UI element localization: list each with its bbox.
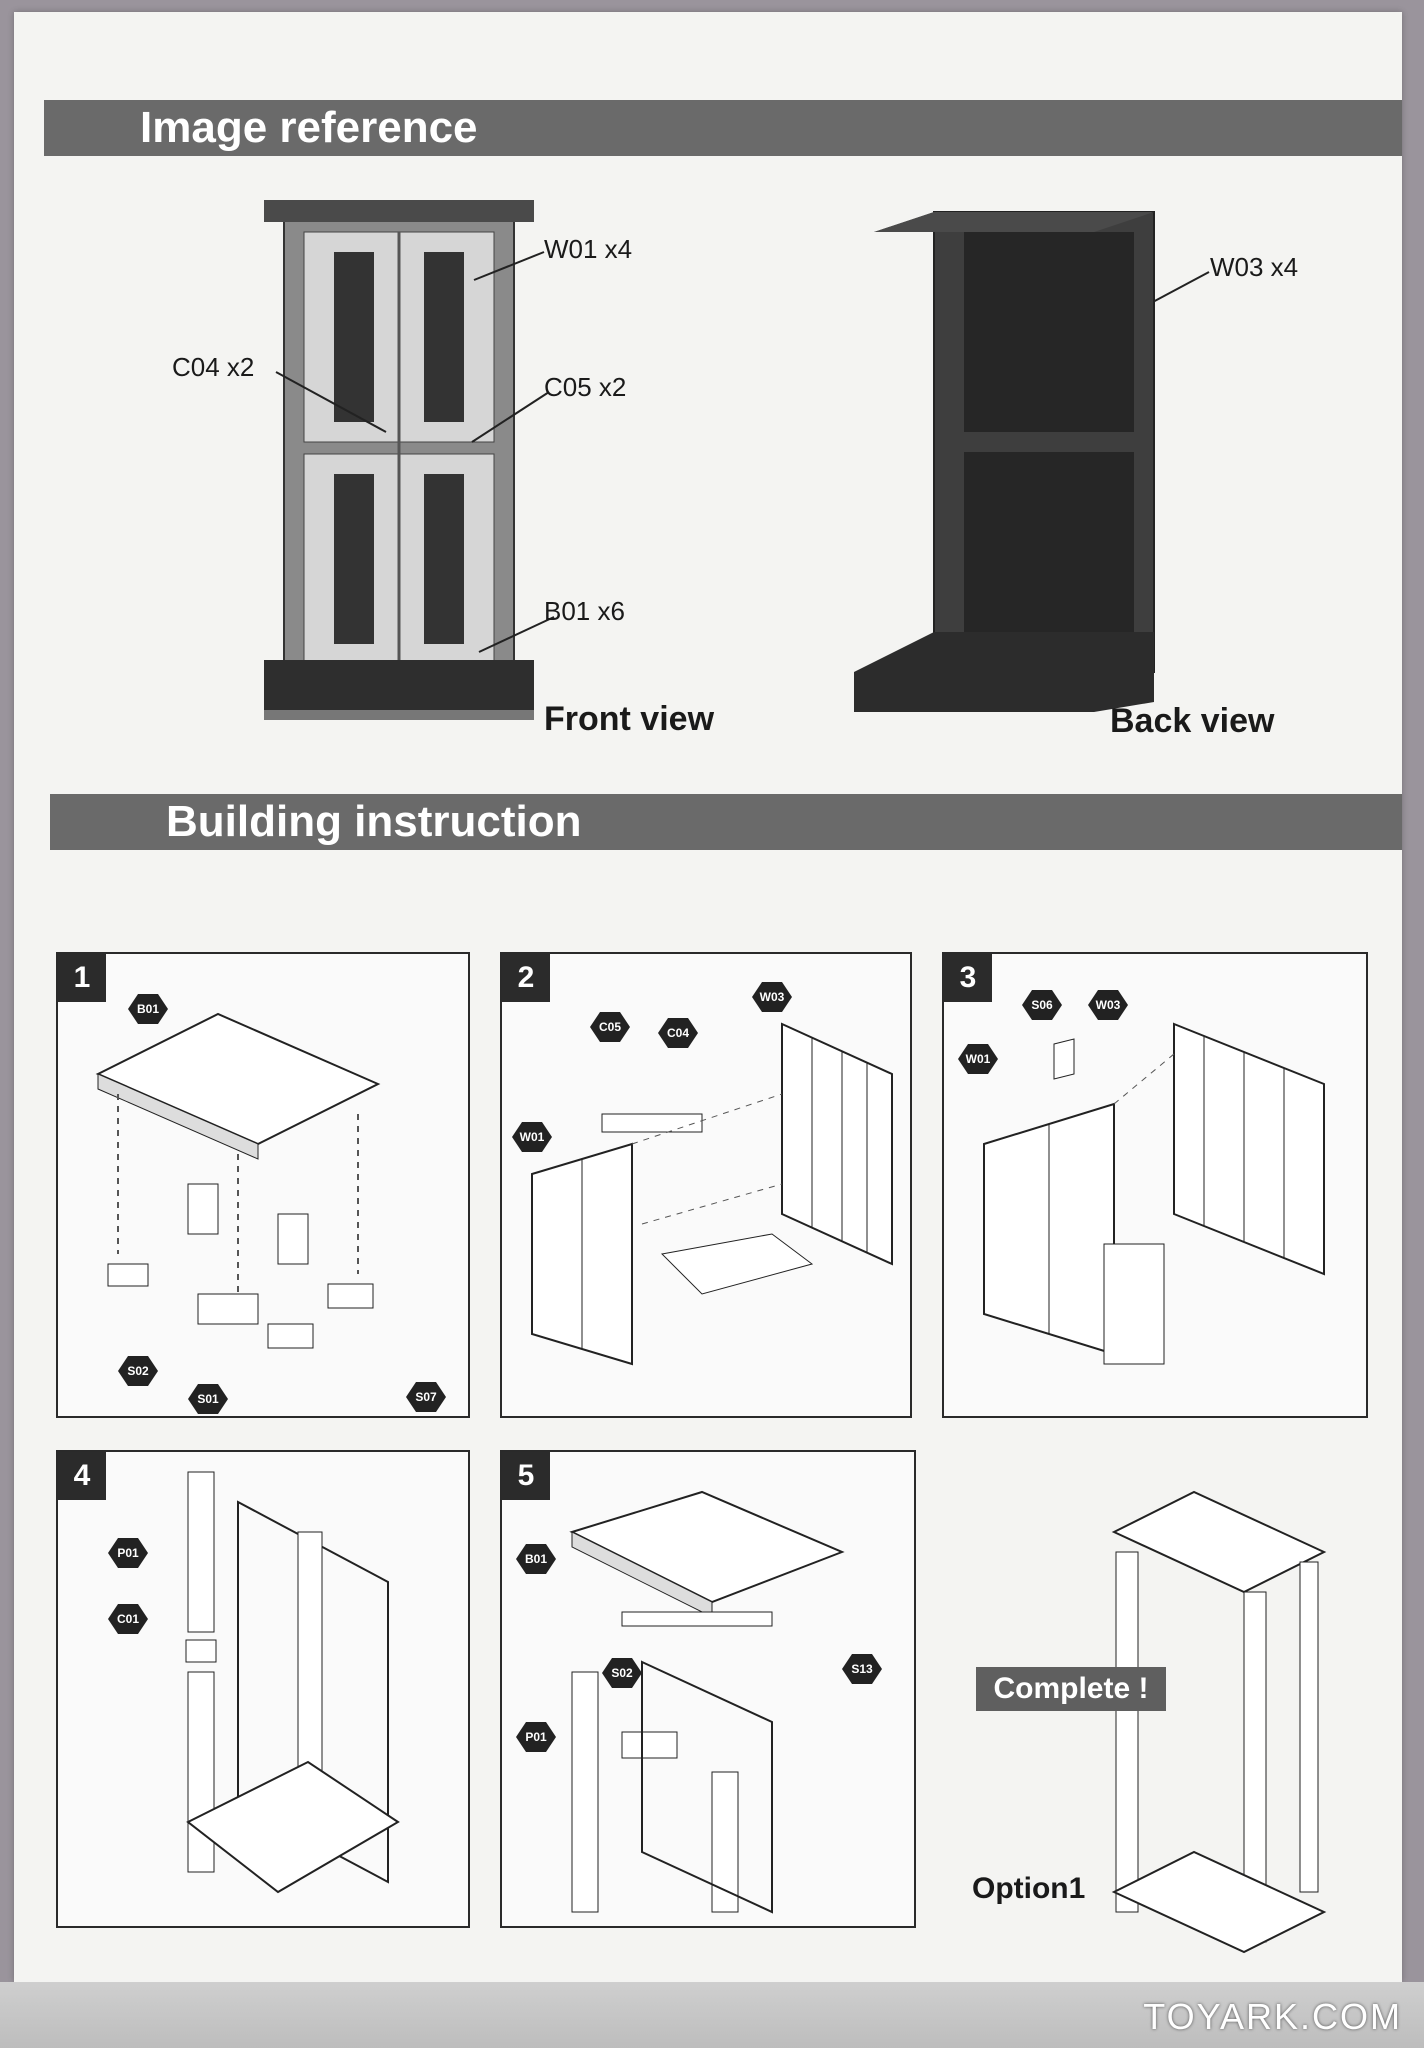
- option-label: Option1: [972, 1872, 1086, 1905]
- front-view-label: Front view: [544, 700, 715, 738]
- tag-b01: B01: [516, 1544, 556, 1574]
- callout-b01: B01 x6: [544, 596, 625, 626]
- tag-w01: W01: [958, 1044, 998, 1074]
- front-view-illustration: [264, 200, 534, 720]
- back-view-illustration: [854, 211, 1155, 712]
- callout-w03: W03 x4: [1210, 252, 1299, 282]
- step-1-number: 1: [58, 954, 106, 1002]
- step-4-diagram: [185, 1471, 400, 1894]
- tag-s01: S01: [188, 1384, 228, 1414]
- building-instruction-banner: Building instruction: [50, 794, 1402, 850]
- complete-badge: Complete !: [976, 1667, 1166, 1711]
- tag-c05: C05: [590, 1012, 630, 1042]
- callout-w01: W01 x4: [544, 234, 633, 264]
- step-2-box: 2 C05 C04 W03 W01: [500, 952, 912, 1418]
- tag-b01: B01: [128, 994, 168, 1024]
- tag-w01: W01: [512, 1122, 552, 1152]
- step-2-diagram: [531, 1022, 893, 1366]
- step-1-box: 1 B01 S02 S01 S07: [56, 952, 470, 1418]
- step-5-diagram: [569, 1490, 845, 1914]
- callout-c04: C04 x2: [172, 352, 255, 382]
- complete-illustration: [1111, 1490, 1327, 1954]
- step-3-diagram: [983, 1022, 1325, 1365]
- image-reference-title: Image reference: [140, 103, 478, 152]
- tag-w03: W03: [752, 982, 792, 1012]
- tag-p01: P01: [516, 1722, 556, 1752]
- step-3-box: 3 S06 W03 W01: [942, 952, 1368, 1418]
- step-4-box: 4 P01 C01: [56, 1450, 470, 1928]
- step-2-number: 2: [502, 954, 550, 1002]
- callout-c05: C05 x2: [544, 372, 627, 402]
- instruction-sheet: Image reference W01 x4 C04 x2 C05 x2 B01…: [14, 12, 1402, 1982]
- tag-s02: S02: [602, 1658, 642, 1688]
- tag-s13: S13: [842, 1654, 882, 1684]
- image-reference-banner: Image reference: [44, 100, 1402, 156]
- tag-c04: C04: [658, 1018, 698, 1048]
- watermark: TOYARK.COM: [1143, 1996, 1402, 2037]
- step-5-number: 5: [502, 1452, 550, 1500]
- step-4-number: 4: [58, 1452, 106, 1500]
- step-5-box: 5 B01 S02 S13 P01: [500, 1450, 916, 1928]
- bottom-surface: [0, 1982, 1424, 2048]
- building-instruction-title: Building instruction: [166, 797, 582, 846]
- step-3-number: 3: [944, 954, 992, 1002]
- back-view-label: Back view: [1110, 702, 1275, 740]
- step-1-diagram: [95, 1012, 381, 1349]
